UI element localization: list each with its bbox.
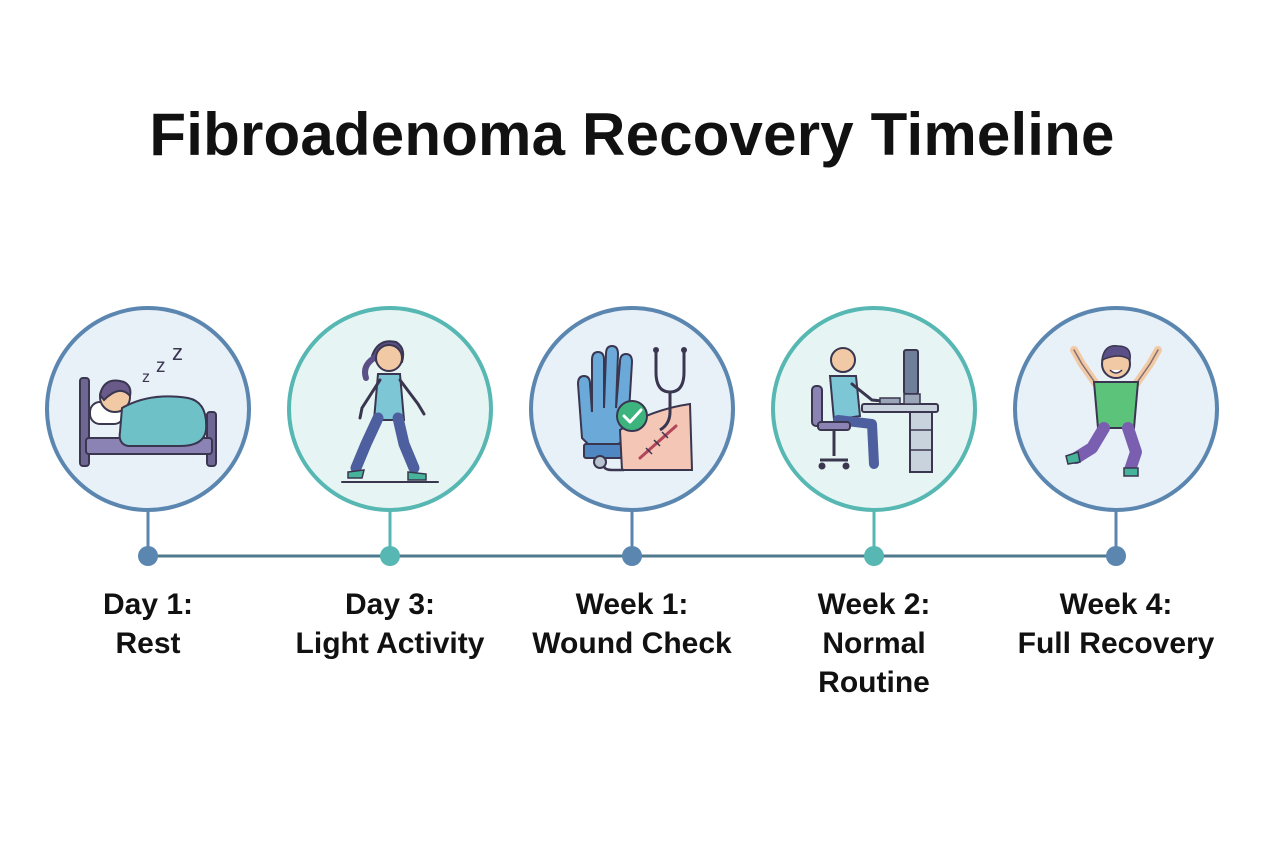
step-4-title-line-2: Routine bbox=[818, 666, 930, 699]
step-5-title: Full Recovery bbox=[1017, 627, 1215, 660]
step-4-time: Week 2: bbox=[817, 588, 931, 621]
page-title: Fibroadenoma Recovery Timeline bbox=[149, 101, 1115, 168]
step-5-label: Week 4: Full Recovery bbox=[996, 585, 1236, 663]
step-2-time: Day 3: bbox=[344, 588, 436, 621]
step-3-time: Week 1: bbox=[575, 588, 689, 621]
step-1-title: Rest bbox=[115, 627, 181, 660]
desk-work-icon bbox=[811, 347, 939, 473]
svg-text:z: z bbox=[142, 369, 150, 386]
step-1-time: Day 1: bbox=[102, 588, 194, 621]
step-2-label: Day 3: Light Activity bbox=[270, 585, 510, 663]
step-1-label: Day 1: Rest bbox=[28, 585, 268, 663]
step-5-node bbox=[1013, 306, 1219, 566]
step-4-node bbox=[771, 306, 977, 566]
wound-check-icon bbox=[576, 344, 694, 472]
step-3-title: Wound Check bbox=[532, 627, 732, 660]
celebrating-person-icon bbox=[1065, 345, 1162, 477]
step-1-node: z z z bbox=[45, 306, 251, 566]
walking-person-icon bbox=[341, 340, 439, 483]
step-2-node bbox=[287, 306, 493, 566]
step-3-node bbox=[529, 306, 735, 566]
step-5-time: Week 4: bbox=[1059, 588, 1173, 621]
svg-text:z: z bbox=[172, 340, 183, 365]
step-4-title-line-1: Normal bbox=[822, 627, 926, 660]
svg-text:z: z bbox=[156, 356, 166, 377]
step-3-label: Week 1: Wound Check bbox=[512, 585, 752, 663]
sleeping-in-bed-icon: z z z bbox=[79, 340, 217, 467]
step-4-label: Week 2: Normal Routine bbox=[754, 585, 994, 702]
step-2-title: Light Activity bbox=[295, 627, 485, 660]
